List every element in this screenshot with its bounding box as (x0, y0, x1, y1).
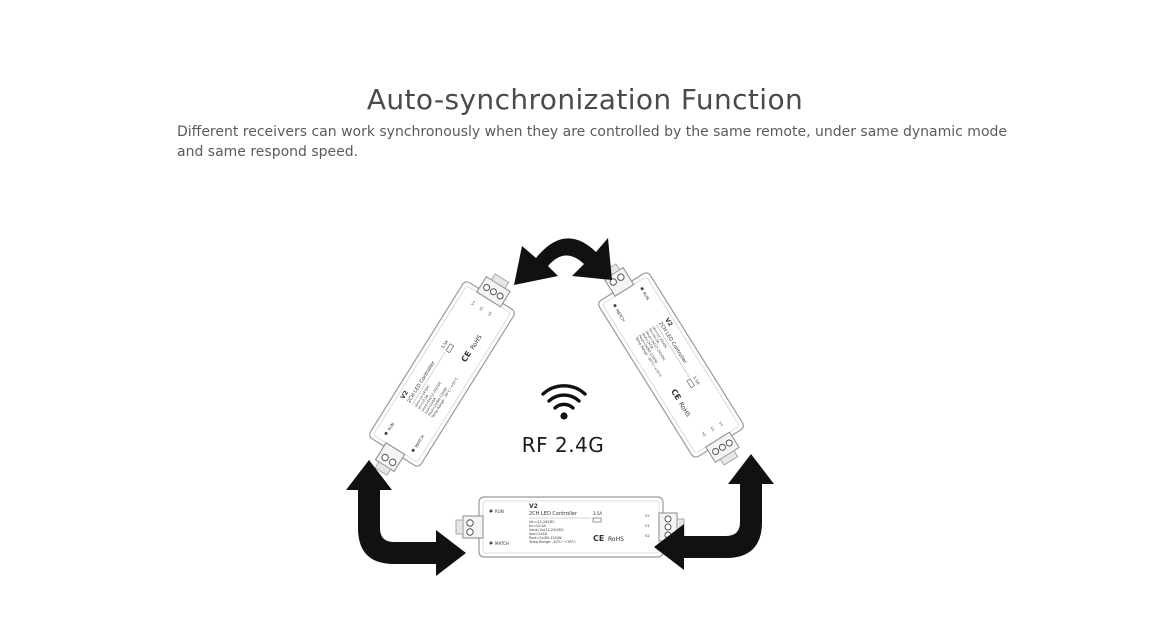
arrow-bottom-right (654, 454, 774, 570)
controller-bottom (455, 496, 685, 558)
rf-label: RF 2.4G (521, 433, 605, 457)
page-title: Auto-synchronization Function (366, 82, 804, 116)
double-arrow-top (514, 238, 612, 285)
description: Different receivers can work synchronous… (177, 124, 1008, 160)
controller-left (355, 261, 528, 489)
arrow-bottom-left (346, 460, 466, 576)
wifi-icon (541, 384, 587, 420)
